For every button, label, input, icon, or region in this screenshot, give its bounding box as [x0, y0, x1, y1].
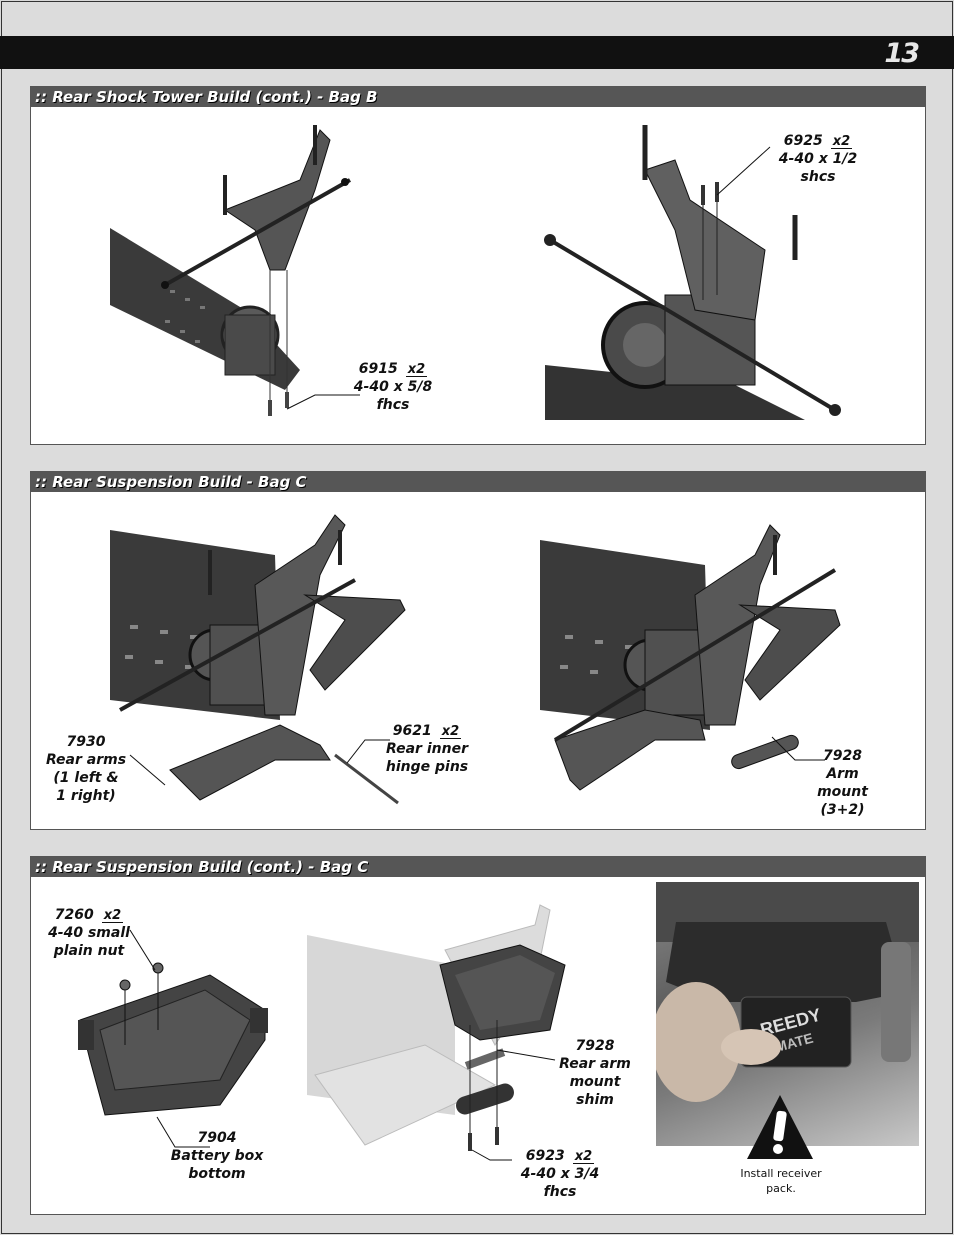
callout-6923: 6923 x2 4-40 x 3/4 fhcs [505, 1147, 615, 1201]
rear-suspension-exploded-illustration [105, 505, 415, 815]
callout-line: 1 right) [56, 788, 116, 804]
rear-suspension-assembled-illustration [535, 505, 865, 805]
part-number: 7930 [66, 734, 106, 750]
leader-line-7930 [129, 754, 166, 786]
callout-line: fhcs [376, 397, 410, 413]
callout-line: mount [569, 1074, 621, 1090]
leader-line-7260 [129, 929, 156, 971]
leader-line-7904 [156, 1116, 210, 1148]
leader-line-7928 [771, 736, 825, 761]
battery-box-install-illustration [305, 895, 585, 1155]
callout-line: 4-40 x 5/8 [353, 379, 433, 395]
callout-line: Rear arms [45, 752, 127, 768]
section-title: :: Rear Suspension Build (cont.) - Bag C [31, 857, 925, 877]
callout-line: bottom [188, 1166, 246, 1182]
callout-7928-shim: 7928 Rear arm mount shim [550, 1037, 640, 1109]
quantity-badge: x2 [101, 908, 124, 923]
leader-line-9621 [346, 739, 390, 764]
callout-line: Arm [826, 766, 859, 782]
caption-line: pack. [766, 1182, 796, 1195]
callout-line: mount [817, 784, 868, 800]
callout-line: shcs [800, 169, 836, 185]
callout-9621: 9621 x2 Rear inner hinge pins [372, 722, 482, 776]
callout-line: plain nut [53, 943, 125, 959]
section-title: :: Rear Suspension Build - Bag C [31, 472, 925, 492]
header-bar: 13 [0, 36, 954, 69]
quantity-badge: x2 [572, 1149, 595, 1164]
exclamation-triangle-icon [745, 1093, 815, 1167]
caption-line: Install receiver [740, 1167, 822, 1180]
callout-line: Rear arm [559, 1056, 631, 1072]
shock-tower-assembled-illustration [535, 120, 865, 420]
callout-6925: 6925 x2 4-40 x 1/2 shcs [768, 132, 868, 186]
battery-box-illustration [70, 960, 280, 1120]
part-number: 7260 [54, 907, 94, 923]
callout-line: (1 left & [53, 770, 119, 786]
callout-7930: 7930 Rear arms (1 left & 1 right) [40, 733, 132, 805]
callout-7928-arm-mount: 7928 Arm mount (3+2) [800, 747, 885, 819]
leader-line-6925 [716, 146, 771, 196]
part-number: 7928 [823, 748, 862, 764]
section-title: :: Rear Shock Tower Build (cont.) - Bag … [31, 87, 925, 107]
callout-line: fhcs [543, 1184, 577, 1200]
callout-line: Battery box [170, 1148, 264, 1164]
part-number: 6923 [525, 1148, 565, 1164]
callout-line: Rear inner [386, 741, 468, 757]
part-number: 7904 [197, 1130, 237, 1146]
callout-line: hinge pins [385, 759, 469, 775]
photo-caption: Install receiver pack. [716, 1166, 846, 1196]
page-number: 13 [884, 38, 920, 69]
callout-line: 4-40 small [48, 925, 130, 941]
callout-6915: 6915 x2 4-40 x 5/8 fhcs [338, 360, 448, 414]
callout-line: 4-40 x 3/4 [520, 1166, 600, 1182]
callout-line: 4-40 x 1/2 [778, 151, 858, 167]
leader-line-6923 [471, 1149, 512, 1161]
quantity-badge: x2 [405, 362, 428, 377]
part-number: 9621 [392, 723, 432, 739]
leader-line-7928-shim [496, 1049, 556, 1061]
quantity-badge: x2 [439, 724, 462, 739]
section-rear-shock-tower: :: Rear Shock Tower Build (cont.) - Bag … [30, 86, 926, 445]
callout-line: shim [576, 1092, 614, 1108]
shock-tower-exploded-illustration [105, 120, 355, 420]
part-number: 7928 [575, 1038, 615, 1054]
leader-line-6915 [286, 394, 360, 410]
part-number: 6915 [358, 361, 398, 377]
receiver-pack-photo: REEDY MATE [656, 882, 919, 1146]
part-number: 6925 [783, 133, 823, 149]
callout-7904: 7904 Battery box bottom [162, 1129, 272, 1183]
callout-line: (3+2) [820, 802, 865, 818]
quantity-badge: x2 [830, 134, 853, 149]
callout-7260: 7260 x2 4-40 small plain nut [38, 906, 140, 960]
